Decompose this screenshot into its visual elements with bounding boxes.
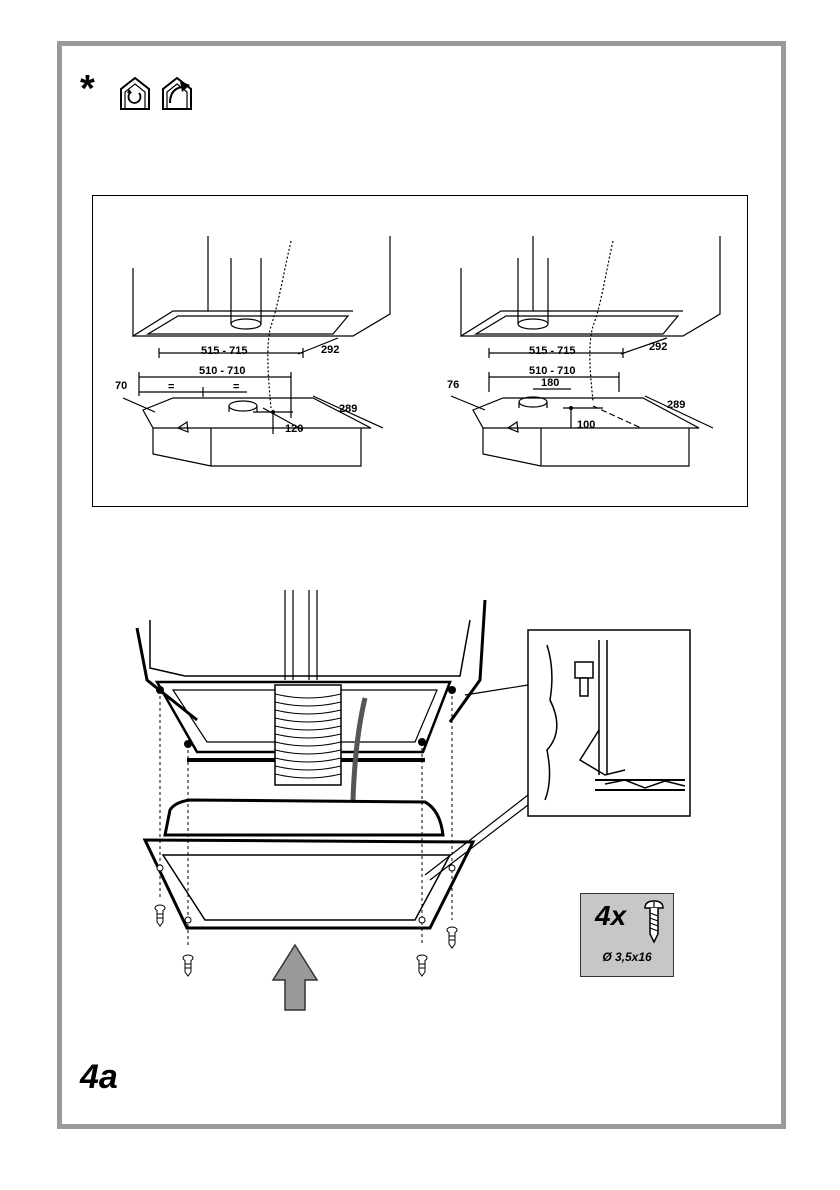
- left-offset-label: 70: [115, 380, 127, 392]
- left-duct-offset-label: 120: [285, 423, 303, 435]
- dimension-panel: 515 - 715 292 510 - 710 70 = = 120 289 5…: [92, 195, 748, 507]
- page-number: 4a: [80, 1060, 118, 1094]
- right-cable-offset-label: 100: [577, 419, 595, 431]
- recirculation-icon: [118, 75, 152, 111]
- screw-info-box: 4x Ø 3,5x16: [580, 893, 674, 977]
- right-depth-top-label: 292: [649, 341, 667, 353]
- right-duct-offset-label: 180: [541, 377, 559, 389]
- left-width-top-label: 515 - 715: [201, 345, 247, 357]
- left-width-mid-label: 510 - 710: [199, 365, 245, 377]
- screw-icon: [643, 900, 665, 944]
- left-depth-top-label: 292: [321, 344, 339, 356]
- dimension-drawings: 515 - 715 292 510 - 710 70 = = 120 289 5…: [93, 196, 747, 506]
- screw-size: Ø 3,5x16: [581, 950, 673, 964]
- left-equal-label-2: =: [233, 381, 239, 393]
- right-width-top-label: 515 - 715: [529, 345, 575, 357]
- right-width-mid-label: 510 - 710: [529, 365, 575, 377]
- extraction-icon: [160, 75, 194, 111]
- screw-count: 4x: [595, 902, 626, 930]
- right-offset-label: 76: [447, 379, 459, 391]
- left-depth-bottom-label: 289: [339, 403, 357, 415]
- right-depth-bottom-label: 289: [667, 399, 685, 411]
- header-star: *: [80, 70, 95, 108]
- left-equal-label-1: =: [168, 381, 174, 393]
